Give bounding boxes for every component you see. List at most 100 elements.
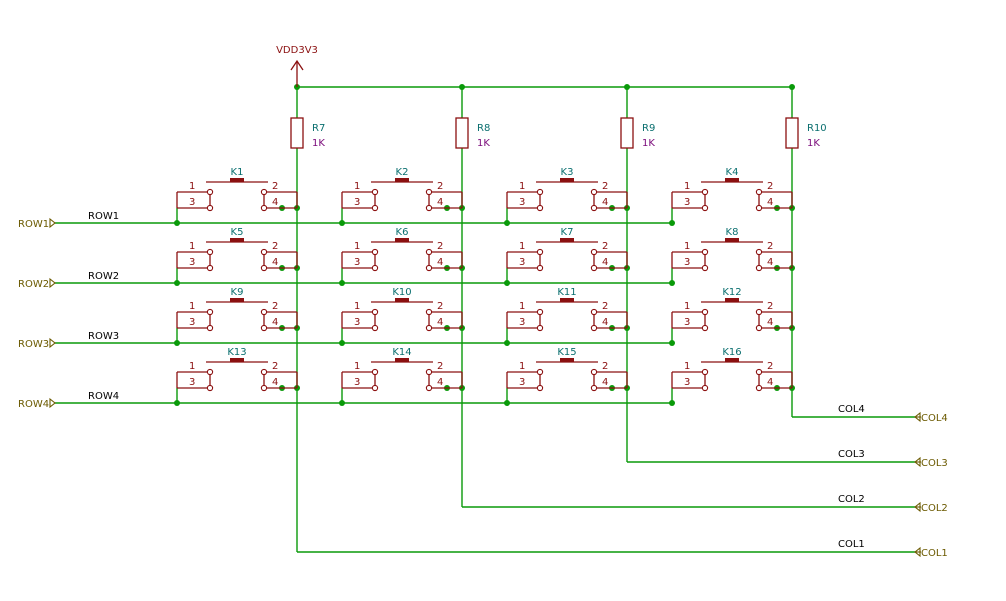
switch-pin-number: 2 xyxy=(767,301,773,312)
switch-contact-dot xyxy=(590,384,598,392)
switch-plunger xyxy=(230,358,244,362)
switch-pin-number: 4 xyxy=(602,377,608,388)
switch-plunger xyxy=(560,298,574,302)
switch-contact-dot xyxy=(425,264,433,272)
row-port-label: ROW3 xyxy=(18,339,49,350)
switch-contact-dot xyxy=(260,188,268,196)
resistor-value: 1K xyxy=(312,138,325,149)
switch-contact-dot xyxy=(590,204,598,212)
column-net-label: COL4 xyxy=(838,404,865,415)
switch-contact-dot xyxy=(371,204,379,212)
switch-ref: K16 xyxy=(722,347,741,358)
switch-contact-dot xyxy=(425,324,433,332)
switch-contact-dot xyxy=(536,324,544,332)
switch-pin-number: 3 xyxy=(684,197,690,208)
switch-pin-number: 4 xyxy=(272,257,278,268)
row-port-label: ROW2 xyxy=(18,279,49,290)
switch-contact-dot xyxy=(755,368,763,376)
switch-plunger xyxy=(725,178,739,182)
row-net-label: ROW1 xyxy=(88,211,119,222)
switch-ref: K12 xyxy=(722,287,741,298)
switch-contact-dot xyxy=(536,264,544,272)
input-port-icon xyxy=(49,337,56,349)
switch-pin-number: 1 xyxy=(354,241,360,252)
resistor-ref: R8 xyxy=(477,123,490,134)
row-junction xyxy=(174,220,180,226)
switch-ref: K3 xyxy=(561,167,574,178)
switch-pin-number: 3 xyxy=(519,197,525,208)
resistor-ref: R10 xyxy=(807,123,827,134)
switch-contact-dot xyxy=(425,188,433,196)
switch-contact-dot xyxy=(260,384,268,392)
switch-contact-dot xyxy=(206,324,214,332)
switch-pin-number: 2 xyxy=(602,301,608,312)
switch-pin-number: 4 xyxy=(272,317,278,328)
switch-pin-number: 2 xyxy=(602,241,608,252)
column-port-label: COL4 xyxy=(921,413,948,424)
row-junction xyxy=(504,220,510,226)
switch-pin-number: 4 xyxy=(602,197,608,208)
switch-pin-number: 3 xyxy=(519,377,525,388)
switch-pin-number: 3 xyxy=(354,377,360,388)
switch-contact-dot xyxy=(425,308,433,316)
switch-contact-dot xyxy=(701,308,709,316)
switch-pin-number: 3 xyxy=(684,377,690,388)
switch-contact-dot xyxy=(260,308,268,316)
switch-ref: K4 xyxy=(726,167,739,178)
switch-contact-dot xyxy=(590,324,598,332)
resistor-ref: R7 xyxy=(312,123,325,134)
row-junction xyxy=(339,340,345,346)
switch-ref: K7 xyxy=(561,227,574,238)
row-port-label: ROW4 xyxy=(18,399,49,410)
row-net-label: ROW4 xyxy=(88,391,119,402)
switch-pin-number: 4 xyxy=(272,377,278,388)
row-junction xyxy=(504,340,510,346)
row-junction xyxy=(339,220,345,226)
switch-pin-number: 2 xyxy=(767,241,773,252)
switch-contact-dot xyxy=(755,188,763,196)
switch-pin-number: 4 xyxy=(437,377,443,388)
column-port-label: COL1 xyxy=(921,548,948,559)
switch-pin-number: 4 xyxy=(767,317,773,328)
switch-plunger xyxy=(395,358,409,362)
switch-contact-dot xyxy=(260,368,268,376)
row-net-label: ROW2 xyxy=(88,271,119,282)
switch-pin-number: 4 xyxy=(437,197,443,208)
resistor-body xyxy=(785,117,799,149)
switch-contact-dot xyxy=(206,204,214,212)
switch-pin-number: 2 xyxy=(437,181,443,192)
switch-pin-number: 1 xyxy=(354,181,360,192)
switch-pin-number: 4 xyxy=(767,377,773,388)
input-port-icon xyxy=(49,277,56,289)
switch-ref: K1 xyxy=(231,167,244,178)
switch-contact-dot xyxy=(536,248,544,256)
switch-pin-number: 2 xyxy=(602,361,608,372)
switch-pin-number: 1 xyxy=(354,361,360,372)
switch-contact-dot xyxy=(536,204,544,212)
switch-pin-number: 3 xyxy=(189,197,195,208)
switch-contact-dot xyxy=(260,204,268,212)
switch-contact-dot xyxy=(206,368,214,376)
switch-plunger xyxy=(725,358,739,362)
row-junction xyxy=(339,400,345,406)
resistor-value: 1K xyxy=(477,138,490,149)
row-junction xyxy=(669,220,675,226)
switch-pin-number: 4 xyxy=(437,257,443,268)
switch-contact-dot xyxy=(371,188,379,196)
resistor-ref: R9 xyxy=(642,123,655,134)
switch-contact-dot xyxy=(701,384,709,392)
switch-ref: K10 xyxy=(392,287,411,298)
switch-pin-number: 1 xyxy=(519,361,525,372)
switch-plunger xyxy=(230,238,244,242)
row-junction xyxy=(669,400,675,406)
switch-contact-dot xyxy=(536,308,544,316)
switch-pin-number: 2 xyxy=(437,361,443,372)
switch-pin-number: 1 xyxy=(189,181,195,192)
switch-ref: K8 xyxy=(726,227,739,238)
column-port-label: COL2 xyxy=(921,503,948,514)
switch-ref: K5 xyxy=(231,227,244,238)
switch-pin-number: 3 xyxy=(684,257,690,268)
switch-ref: K13 xyxy=(227,347,246,358)
switch-pin-number: 2 xyxy=(272,301,278,312)
switch-ref: K9 xyxy=(231,287,244,298)
